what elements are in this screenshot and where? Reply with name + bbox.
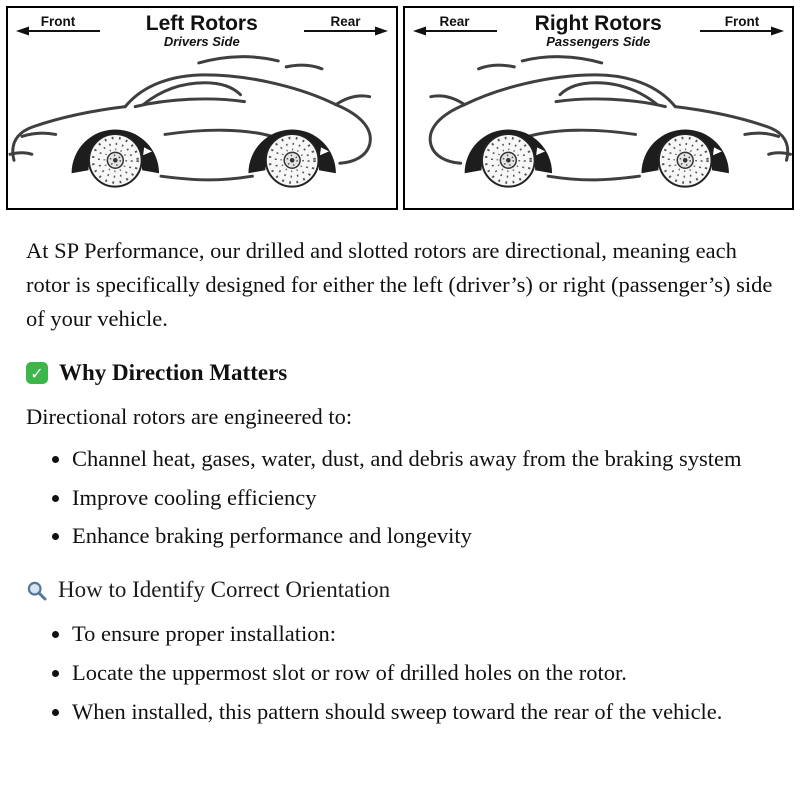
left-panel-header: Front Left Rotors Drivers Side Rear xyxy=(8,8,396,49)
right-panel-header: Rear Right Rotors Passengers Side Front xyxy=(405,8,793,49)
section-heading-identify-orientation: How to Identify Correct Orientation xyxy=(26,577,774,603)
right-panel-titles: Right Rotors Passengers Side xyxy=(497,12,701,50)
rear-label: Rear xyxy=(330,14,361,29)
section1-bullet-list: Channel heat, gases, water, dust, and de… xyxy=(26,442,774,553)
front-rotor xyxy=(70,118,161,188)
panel-title: Right Rotors xyxy=(534,12,662,35)
arrow-right-icon xyxy=(700,26,784,36)
rear-label: Rear xyxy=(439,14,470,29)
front-label: Front xyxy=(40,14,76,29)
section2-bullet-list: To ensure proper installation: Locate th… xyxy=(26,617,774,728)
left-rotors-panel: Front Left Rotors Drivers Side Rear xyxy=(6,6,398,210)
front-arrow-right: Front xyxy=(700,14,784,38)
check-icon: ✓ xyxy=(26,362,48,385)
rear-rotor xyxy=(247,118,338,188)
arrow-left-icon xyxy=(412,26,497,36)
list-item: Enhance braking performance and longevit… xyxy=(72,519,774,553)
list-item: Improve cooling efficiency xyxy=(72,481,774,515)
left-panel-titles: Left Rotors Drivers Side xyxy=(100,12,304,50)
article-content: At SP Performance, our drilled and slott… xyxy=(0,214,800,729)
rear-arrow-right: Rear xyxy=(303,14,388,38)
list-item: Channel heat, gases, water, dust, and de… xyxy=(72,442,774,476)
front-arrow-left: Front xyxy=(16,14,100,38)
list-item: To ensure proper installation: xyxy=(72,617,774,651)
front-label: Front xyxy=(724,14,760,29)
panel-title: Left Rotors xyxy=(145,12,258,35)
panel-subtitle: Passengers Side xyxy=(546,34,651,50)
intro-paragraph: At SP Performance, our drilled and slott… xyxy=(26,237,773,332)
section2-heading-text: How to Identify Correct Orientation xyxy=(58,577,391,603)
magnifier-icon xyxy=(27,581,47,601)
right-rotors-panel: Rear Right Rotors Passengers Side Front xyxy=(402,6,794,210)
section-heading-why-direction-matters: ✓ Why Direction Matters xyxy=(26,360,774,386)
right-car-illustration xyxy=(428,54,792,188)
arrow-left-icon xyxy=(16,26,100,36)
rear-arrow-left: Rear xyxy=(412,14,497,38)
section1-lead: Directional rotors are engineered to: xyxy=(26,404,353,430)
rear-rotor xyxy=(462,118,553,188)
left-car-illustration xyxy=(8,54,372,188)
panel-subtitle: Drivers Side xyxy=(163,34,240,50)
section1-heading-text: Why Direction Matters xyxy=(59,360,288,386)
front-rotor xyxy=(639,118,730,188)
arrow-right-icon xyxy=(303,26,388,36)
rotor-diagram: Front Left Rotors Drivers Side Rear xyxy=(0,0,800,214)
list-item: Locate the uppermost slot or row of dril… xyxy=(72,656,774,690)
list-item: When installed, this pattern should swee… xyxy=(72,695,774,729)
